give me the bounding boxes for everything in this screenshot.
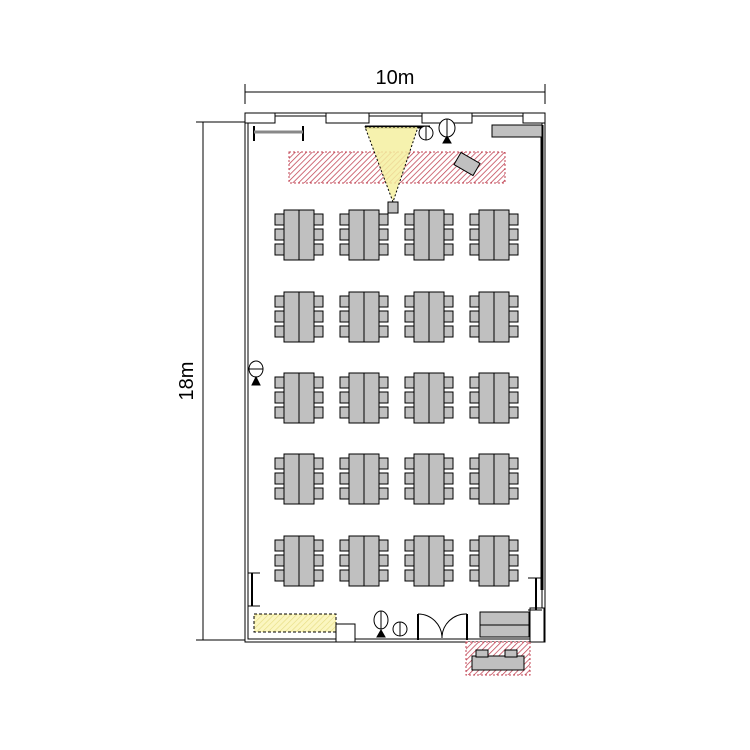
- table: [478, 535, 495, 587]
- width-dimension: [244, 84, 546, 104]
- table-group: [469, 535, 519, 587]
- table: [348, 209, 365, 261]
- projector: [387, 201, 399, 214]
- side-shelf-right: [528, 577, 542, 611]
- reception-area: [253, 613, 337, 633]
- table-group: [274, 209, 324, 261]
- windows: [244, 112, 546, 124]
- table-group: [274, 535, 324, 587]
- table-group: [339, 372, 389, 424]
- pillar: [529, 607, 545, 643]
- table-group: [404, 453, 454, 505]
- pillar: [335, 623, 356, 643]
- table: [478, 453, 495, 505]
- table: [478, 372, 495, 424]
- table: [298, 535, 315, 587]
- double-door: [417, 613, 468, 640]
- table: [283, 535, 300, 587]
- table-group: [339, 535, 389, 587]
- table: [413, 453, 430, 505]
- table: [363, 535, 380, 587]
- table-group: [274, 372, 324, 424]
- table: [298, 209, 315, 261]
- table: [283, 372, 300, 424]
- table: [413, 291, 430, 343]
- table: [298, 291, 315, 343]
- table: [283, 453, 300, 505]
- table-group: [469, 209, 519, 261]
- table: [298, 372, 315, 424]
- height-dimension: [196, 121, 245, 641]
- storage-cabinet: [479, 611, 530, 638]
- reception-desk: [471, 649, 525, 671]
- table-group: [339, 453, 389, 505]
- microphone-icon: [248, 118, 456, 638]
- table: [348, 535, 365, 587]
- table-group: [469, 453, 519, 505]
- table-group: [404, 372, 454, 424]
- table-group: [404, 535, 454, 587]
- table: [363, 372, 380, 424]
- table-group: [339, 209, 389, 261]
- table-group: [339, 291, 389, 343]
- table: [493, 372, 510, 424]
- counter-top: [491, 124, 543, 138]
- table: [478, 291, 495, 343]
- table: [363, 209, 380, 261]
- table-group: [469, 372, 519, 424]
- table: [348, 291, 365, 343]
- table: [493, 453, 510, 505]
- table: [428, 372, 445, 424]
- table: [428, 209, 445, 261]
- table: [428, 291, 445, 343]
- table: [283, 209, 300, 261]
- podium: [453, 151, 481, 177]
- table-group: [404, 209, 454, 261]
- table-group: [274, 453, 324, 505]
- table: [348, 453, 365, 505]
- table: [413, 372, 430, 424]
- height-label: 18m: [176, 362, 198, 401]
- side-shelf-left: [248, 572, 260, 607]
- table: [493, 209, 510, 261]
- projection-cone: [364, 126, 419, 204]
- table: [493, 535, 510, 587]
- room-walls: [244, 112, 546, 643]
- table-group: [404, 291, 454, 343]
- whiteboard: [253, 126, 304, 141]
- width-label: 10m: [376, 67, 415, 89]
- table: [363, 453, 380, 505]
- table: [348, 372, 365, 424]
- table-group: [469, 291, 519, 343]
- table-layout: [274, 209, 519, 587]
- table: [363, 291, 380, 343]
- table: [428, 535, 445, 587]
- table: [283, 291, 300, 343]
- table: [413, 535, 430, 587]
- table: [428, 453, 445, 505]
- table-group: [274, 291, 324, 343]
- table: [413, 209, 430, 261]
- table: [478, 209, 495, 261]
- table: [298, 453, 315, 505]
- table: [493, 291, 510, 343]
